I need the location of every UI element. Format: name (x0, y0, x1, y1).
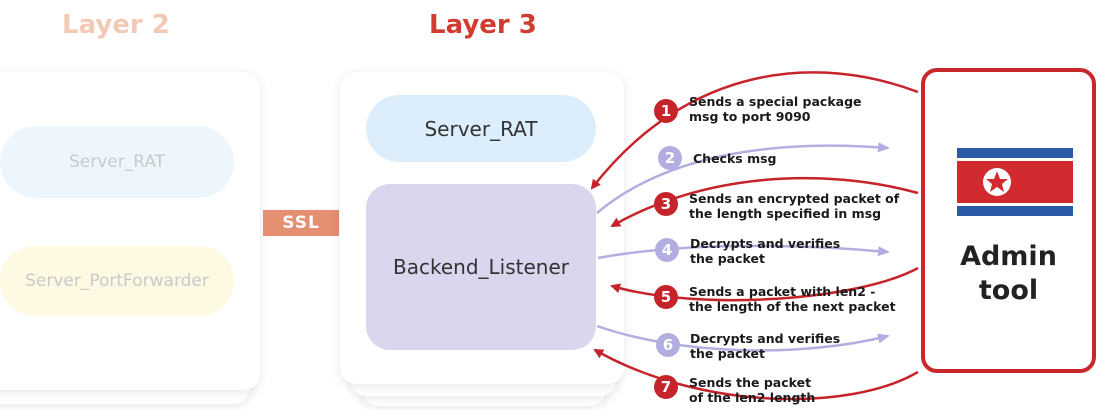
step-4-line2: the packet (690, 251, 765, 266)
step-4-text: Decrypts and verifies the packet (690, 236, 840, 266)
step-3-line2: the length specified in msg (689, 206, 882, 221)
step-1-text: Sends a special package msg to port 9090 (689, 94, 862, 124)
step-3-text: Sends an encrypted packet of the length … (689, 191, 899, 221)
layer2-server-rat: Server_RAT (0, 126, 234, 198)
step-7-badge: 7 (654, 375, 678, 399)
step-4-badge: 4 (655, 238, 679, 262)
admin-label-line2: tool (978, 275, 1039, 306)
step-5-line2: the length of the next packet (689, 299, 896, 314)
step-3-line1: Sends an encrypted packet of (689, 191, 900, 206)
step-6-text: Decrypts and verifies the packet (690, 331, 840, 361)
north-korea-flag-icon (957, 148, 1073, 216)
ssl-badge: SSL (263, 210, 339, 236)
admin-label-line1: Admin (960, 241, 1057, 272)
admin-tool-box: Admin tool (921, 68, 1096, 373)
step-2-badge: 2 (658, 146, 682, 170)
arrow-step-5 (610, 266, 919, 302)
step-7-line2: of the len2 length (689, 390, 816, 405)
layer3-backend-listener: Backend_Listener (366, 184, 596, 350)
step-5-line1: Sends a packet with len2 - (689, 284, 876, 299)
step-5-badge: 5 (654, 285, 678, 309)
arrow-step-2 (596, 142, 890, 214)
arrow-step-6 (596, 324, 890, 352)
arrow-step-4 (597, 244, 890, 260)
step-2-text: Checks msg (693, 151, 776, 166)
layer3-server-rat: Server_RAT (366, 95, 596, 162)
layer-2-card (0, 72, 260, 390)
layer-3-title: Layer 3 (429, 10, 537, 40)
step-6-line2: the packet (690, 346, 765, 361)
step-2-line1: Checks msg (693, 151, 777, 166)
step-1-line1: Sends a special package (689, 94, 862, 109)
step-5-text: Sends a packet with len2 - the length of… (689, 284, 896, 314)
layer2-server-portforwarder: Server_PortForwarder (0, 246, 234, 316)
arrow-step-7 (593, 348, 919, 401)
step-7-text: Sends the packet of the len2 length (689, 375, 815, 405)
step-6-badge: 6 (656, 333, 680, 357)
arrow-step-3 (610, 176, 919, 228)
step-1-badge: 1 (654, 99, 678, 123)
admin-tool-label: Admin tool (925, 240, 1092, 308)
step-6-line1: Decrypts and verifies (690, 331, 841, 346)
step-7-line1: Sends the packet (689, 375, 812, 390)
step-1-line2: msg to port 9090 (689, 109, 811, 124)
arrow-step-1 (590, 71, 919, 190)
step-4-line1: Decrypts and verifies (690, 236, 841, 251)
step-3-badge: 3 (654, 192, 678, 216)
layer-2-title: Layer 2 (62, 10, 170, 40)
